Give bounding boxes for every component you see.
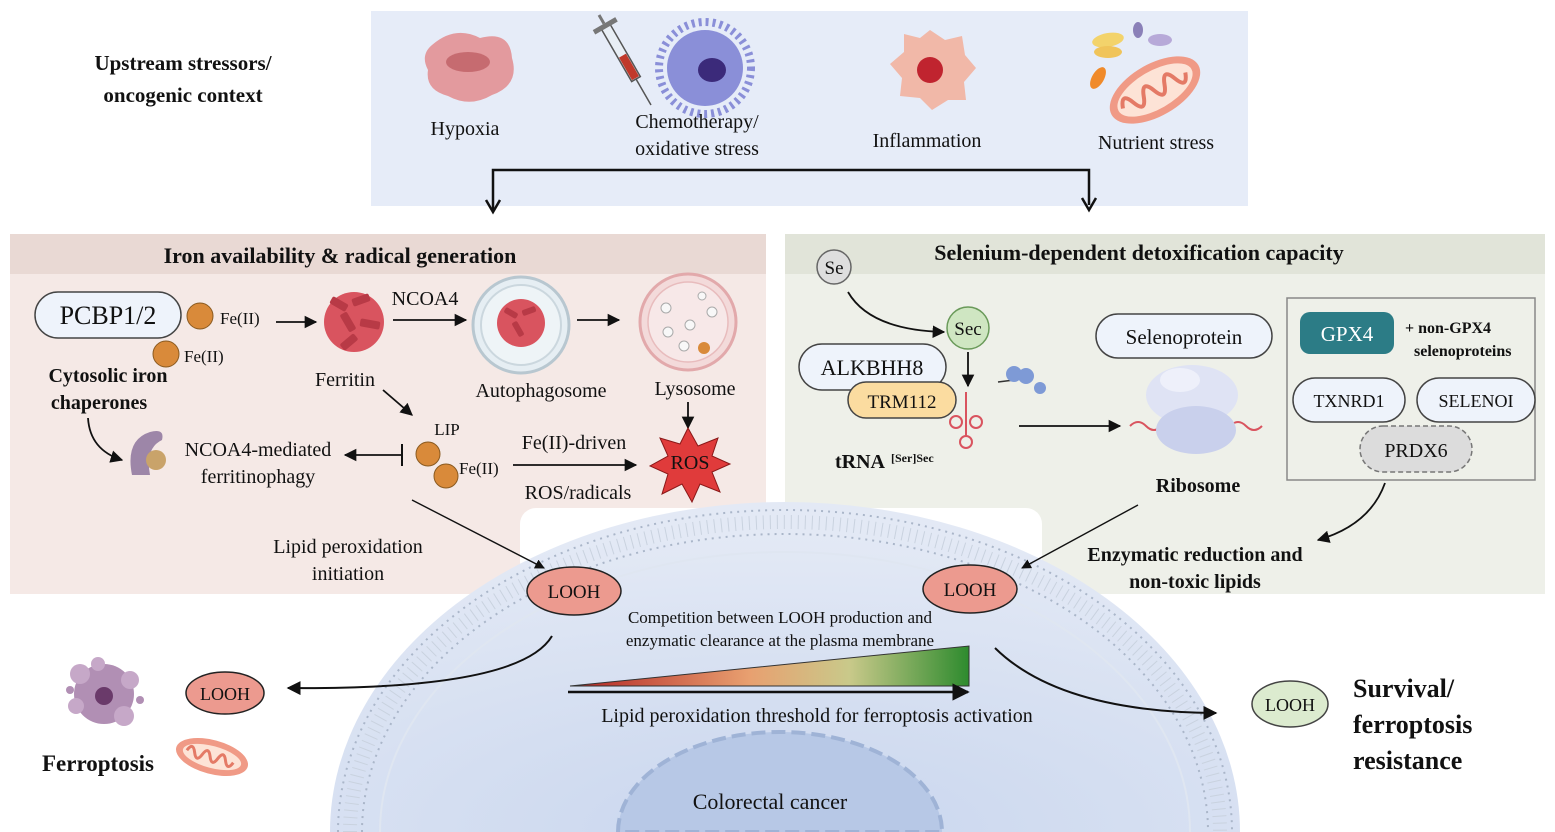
looh-survival-label: LOOH [1265,695,1315,715]
trm112-node: TRM112 [847,381,957,419]
inflamed-cell-icon [890,30,976,110]
ros-burst-icon [648,426,732,504]
upstream-title-line2: oncogenic context [103,83,262,107]
syringe-and-cell-icon [592,14,755,118]
cytosolic-line2: chaperones [51,392,148,414]
gpx4-node: GPX4 [1300,312,1394,354]
stressor-label-nutrient: Nutrient stress [1098,132,1214,154]
se-label: Se [825,258,844,279]
arrow-looh-to-survival [994,647,1218,720]
lipid-init-line1: Lipid peroxidation [273,536,422,558]
selenoi-node: SELENOI [1416,377,1536,423]
ferroptotic-cell-icon [66,657,144,726]
damaged-mitochondrion-icon [175,737,249,777]
iron-ion-icon [415,441,441,467]
ferritin-icon [324,292,384,352]
hypoxia-cell-icon [424,32,514,102]
survival-line1: Survival/ [1353,674,1455,703]
arrow-ribosome-to-looh [1021,504,1139,569]
alkbhh8-label: ALKBHH8 [821,355,924,380]
autophagosome-label: Autophagosome [475,380,606,402]
fe-driven-line1: Fe(II)-driven [522,432,626,454]
looh-left-label: LOOH [548,582,601,603]
pcbp-label: PCBP1/2 [60,301,157,330]
looh-right-label: LOOH [944,580,997,601]
autophagosome-icon [471,275,571,375]
peptide-beads-icon [997,366,1046,394]
fe-driven-line2: ROS/radicals [525,482,632,504]
prdx6-label: PRDX6 [1384,440,1447,462]
selenoi-label: SELENOI [1439,391,1514,411]
competition-line1: Competition between LOOH production and [628,608,933,627]
stressor-label-chemo-line1: Chemotherapy/ [635,111,759,133]
txnrd1-label: TXNRD1 [1314,391,1385,411]
looh-ferroptosis: LOOH [185,671,265,715]
iron-ion-icon [186,302,214,330]
sec-label: Sec [954,319,981,340]
trna-superscript: [Ser]Sec [891,451,934,465]
threshold-gradient-wedge [569,645,970,687]
ribosome-icon [1129,365,1263,454]
upstream-branch-arrows [484,168,1098,215]
fe2-label-1: Fe(II) [220,309,260,328]
arrow-chaperones-to-ferritinophagy [87,417,124,463]
ferritin-label: Ferritin [315,369,375,391]
inhibition-lip-to-ferritinophagy [343,444,403,466]
ros-label: ROS [671,452,710,474]
enzymatic-line1: Enzymatic reduction and [1087,544,1302,566]
iron-ion-icon [433,463,459,489]
lipid-init-line2: initiation [312,563,384,585]
survival-line2: ferroptosis [1353,710,1472,739]
non-gpx4-line1: + non-GPX4 [1405,320,1491,337]
upstream-title-line1: Upstream stressors/ [94,51,272,75]
mitochondrion-nutrients-icon [1090,22,1201,124]
selenoprotein-node: Selenoprotein [1095,313,1273,359]
threshold-label: Lipid peroxidation threshold for ferropt… [601,705,1033,727]
trm112-label: TRM112 [868,392,937,413]
lip-label: LIP [434,420,460,439]
looh-right: LOOH [922,564,1018,614]
looh-left: LOOH [526,566,622,616]
ferritinophagy-line2: ferritinophagy [201,466,315,488]
non-gpx4-line2: selenoproteins [1414,343,1511,360]
cytosolic-line1: Cytosolic iron [48,365,167,387]
ncoa4-receptor-icon [130,431,166,475]
lysosome-label: Lysosome [654,378,735,400]
fe2-label-2: Fe(II) [184,347,224,366]
competition-line2: enzymatic clearance at the plasma membra… [626,631,934,650]
sec-node: Sec [946,306,990,350]
trna-label: tRNA [835,451,886,473]
arrow-se-to-sec [847,291,946,338]
enzymatic-line2: non-toxic lipids [1129,571,1261,593]
se-node: Se [816,249,852,285]
txnrd1-node: TXNRD1 [1292,377,1406,423]
selenium-panel-title: Selenium-dependent detoxification capaci… [934,240,1343,265]
ferritinophagy-line1: NCOA4-mediated [185,439,332,461]
iron-ion-icon [152,340,180,368]
ncoa4-label: NCOA4 [392,288,459,310]
colorectal-label: Colorectal cancer [693,789,848,814]
stressor-label-chemo-line2: oxidative stress [635,138,759,160]
prdx6-node: PRDX6 [1359,425,1473,473]
arrow-ferritin-to-lip [382,389,413,416]
gpx4-label: GPX4 [1321,322,1374,346]
ferroptosis-label: Ferroptosis [42,751,154,776]
arrow-selenoproteins-to-enzymatic [1316,482,1386,543]
looh-ferroptosis-label: LOOH [200,684,250,704]
lysosome-icon [638,272,738,372]
arrow-looh-to-ferroptosis [286,635,553,696]
stressor-label-inflammation: Inflammation [873,130,982,152]
looh-survival: LOOH [1251,680,1329,728]
ribosome-label: Ribosome [1156,475,1241,497]
selenoprotein-label: Selenoprotein [1126,325,1243,349]
arrow-lip-to-looh [411,499,545,569]
survival-line3: resistance [1353,746,1462,775]
trna-icon [949,392,983,449]
iron-panel-title: Iron availability & radical generation [164,243,517,268]
fe2-label-3: Fe(II) [459,459,499,478]
stressor-label-hypoxia: Hypoxia [431,118,500,140]
selenoprotein-group-box [1286,297,1536,481]
pcbp-node: PCBP1/2 [34,291,182,339]
